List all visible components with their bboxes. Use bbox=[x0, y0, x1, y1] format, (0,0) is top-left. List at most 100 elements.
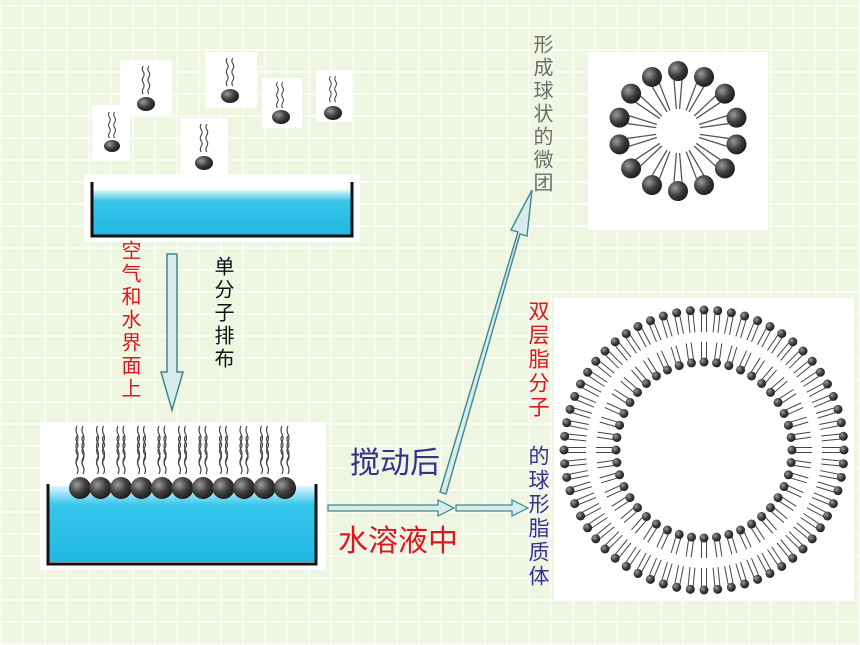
liposome-outer-lipid bbox=[560, 431, 587, 442]
liposome-inner-lipid bbox=[611, 389, 635, 407]
monolayer-lipid bbox=[274, 425, 296, 499]
liposome-outer-lipid bbox=[800, 367, 825, 387]
liposome-inner-lipid bbox=[631, 512, 651, 534]
liposome-outer-lipid bbox=[591, 522, 615, 544]
liposome-outer-lipid bbox=[811, 492, 838, 509]
liposome-inner-lipid bbox=[783, 416, 809, 430]
micelle-lipid bbox=[685, 66, 715, 113]
free-lipid-molecule bbox=[180, 118, 228, 174]
liposome-outer-lipid bbox=[570, 391, 597, 408]
liposome-outer-lipid bbox=[816, 404, 843, 419]
liposome-inner-lipid bbox=[757, 512, 777, 534]
liposome-outer-lipid bbox=[756, 552, 775, 578]
liposome-outer-lipid bbox=[822, 445, 849, 455]
liposome-inner-lipid bbox=[620, 377, 642, 397]
liposome-outer-lipid bbox=[565, 404, 592, 419]
label-micelle: 形成球状的微团 bbox=[530, 34, 554, 195]
liposome-outer-lipid bbox=[699, 568, 709, 595]
liposome-inner-lipid bbox=[786, 431, 812, 442]
liposome-outer-lipid bbox=[658, 562, 673, 589]
liposome-outer-lipid bbox=[610, 539, 632, 563]
monolayer-lipid bbox=[110, 425, 132, 499]
monolayer-lipid bbox=[212, 425, 235, 499]
micelle-lipid bbox=[609, 107, 658, 129]
liposome-inner-lipid bbox=[604, 482, 629, 498]
liposome-outer-lipid bbox=[819, 418, 846, 430]
liposome-inner-lipid bbox=[685, 532, 696, 558]
liposome-inner-lipid bbox=[747, 519, 765, 543]
liposome-outer-lipid bbox=[816, 481, 843, 496]
micelle bbox=[588, 52, 768, 230]
liposome-inner-lipid bbox=[747, 357, 765, 381]
liposome-inner-lipid bbox=[736, 350, 752, 375]
liposome bbox=[554, 298, 854, 600]
liposome-outer-lipid bbox=[591, 356, 615, 378]
liposome-inner-lipid bbox=[779, 402, 804, 418]
liposome-outer-lipid bbox=[767, 546, 787, 571]
liposome-outer-lipid bbox=[806, 379, 832, 398]
diagonal-arrow bbox=[439, 189, 533, 495]
liposome-inner-lipid bbox=[670, 529, 684, 555]
liposome-outer-lipid bbox=[785, 346, 808, 369]
label-monolayer: 单分子排布 bbox=[211, 256, 235, 371]
label-in-water-solution: 水溶液中 bbox=[338, 524, 458, 559]
free-molecules bbox=[92, 52, 352, 174]
micelle-lipid bbox=[621, 142, 663, 179]
monolayer-lipid bbox=[151, 425, 173, 499]
liposome-outer-lipid bbox=[633, 552, 652, 578]
label-after-stirring: 搅动后 bbox=[350, 446, 440, 481]
liposome-outer-lipid bbox=[559, 445, 586, 455]
liposome-outer-lipid bbox=[621, 546, 641, 571]
monolayer-lipid bbox=[233, 425, 255, 499]
liposome-inner-lipid bbox=[611, 493, 635, 511]
monolayer-lipid bbox=[253, 425, 276, 499]
free-lipid-molecule bbox=[205, 52, 257, 108]
micelle-lipid bbox=[685, 149, 715, 196]
monolayer-lipid bbox=[130, 425, 153, 499]
liposome-inner-lipid bbox=[596, 458, 622, 469]
micelle-lipid bbox=[641, 149, 671, 196]
liposome-outer-lipid bbox=[610, 337, 632, 361]
liposome-inner-lipid bbox=[779, 482, 804, 498]
liposome-outer-lipid bbox=[806, 502, 832, 521]
liposome-inner-lipid bbox=[656, 350, 672, 375]
down-arrow bbox=[160, 253, 184, 413]
label-air-water-interface: 空气和水界面上 bbox=[118, 240, 142, 401]
liposome-outer-lipid bbox=[576, 502, 602, 521]
liposome-outer-lipid bbox=[562, 418, 589, 430]
liposome-inner-lipid bbox=[670, 345, 684, 371]
free-lipid-molecule bbox=[316, 70, 352, 122]
liposome-inner-lipid bbox=[631, 366, 651, 388]
liposome-outer-lipid bbox=[793, 522, 817, 544]
liposome-outer-lipid bbox=[699, 305, 709, 332]
liposome-inner-lipid bbox=[766, 503, 788, 523]
liposome-inner-lipid bbox=[620, 503, 642, 523]
monolayer bbox=[69, 425, 296, 499]
liposome-inner-lipid bbox=[783, 470, 809, 484]
liposome-outer-lipid bbox=[672, 565, 684, 592]
liposome-outer-lipid bbox=[793, 356, 817, 378]
liposome-outer-lipid bbox=[621, 329, 641, 354]
micelle-lipid bbox=[698, 133, 747, 155]
micelle-lipid bbox=[698, 107, 747, 129]
liposome-outer-lipid bbox=[672, 308, 684, 335]
liposome-outer-lipid bbox=[756, 322, 775, 348]
liposome-inner-lipid bbox=[643, 357, 661, 381]
liposome-outer-lipid bbox=[776, 337, 798, 361]
liposome-outer-lipid bbox=[600, 346, 623, 369]
liposome-outer-lipid bbox=[583, 367, 608, 387]
liposome-inner-lipid bbox=[599, 416, 625, 430]
liposome-inner-lipid bbox=[604, 402, 629, 418]
liposome-inner-lipid bbox=[787, 445, 812, 455]
liposome-outer-lipid bbox=[645, 316, 662, 343]
liposome-inner-lipid bbox=[786, 458, 812, 469]
liposome-outer-lipid bbox=[821, 431, 848, 442]
liposome-inner-lipid bbox=[773, 493, 797, 511]
liposome-outer-lipid bbox=[685, 567, 696, 594]
liposome-outer-lipid bbox=[746, 557, 763, 584]
free-lipid-molecule bbox=[120, 60, 172, 115]
liposome-outer-lipid bbox=[685, 306, 696, 333]
water-container-top bbox=[84, 174, 360, 242]
liposome-outer-lipid bbox=[576, 379, 602, 398]
